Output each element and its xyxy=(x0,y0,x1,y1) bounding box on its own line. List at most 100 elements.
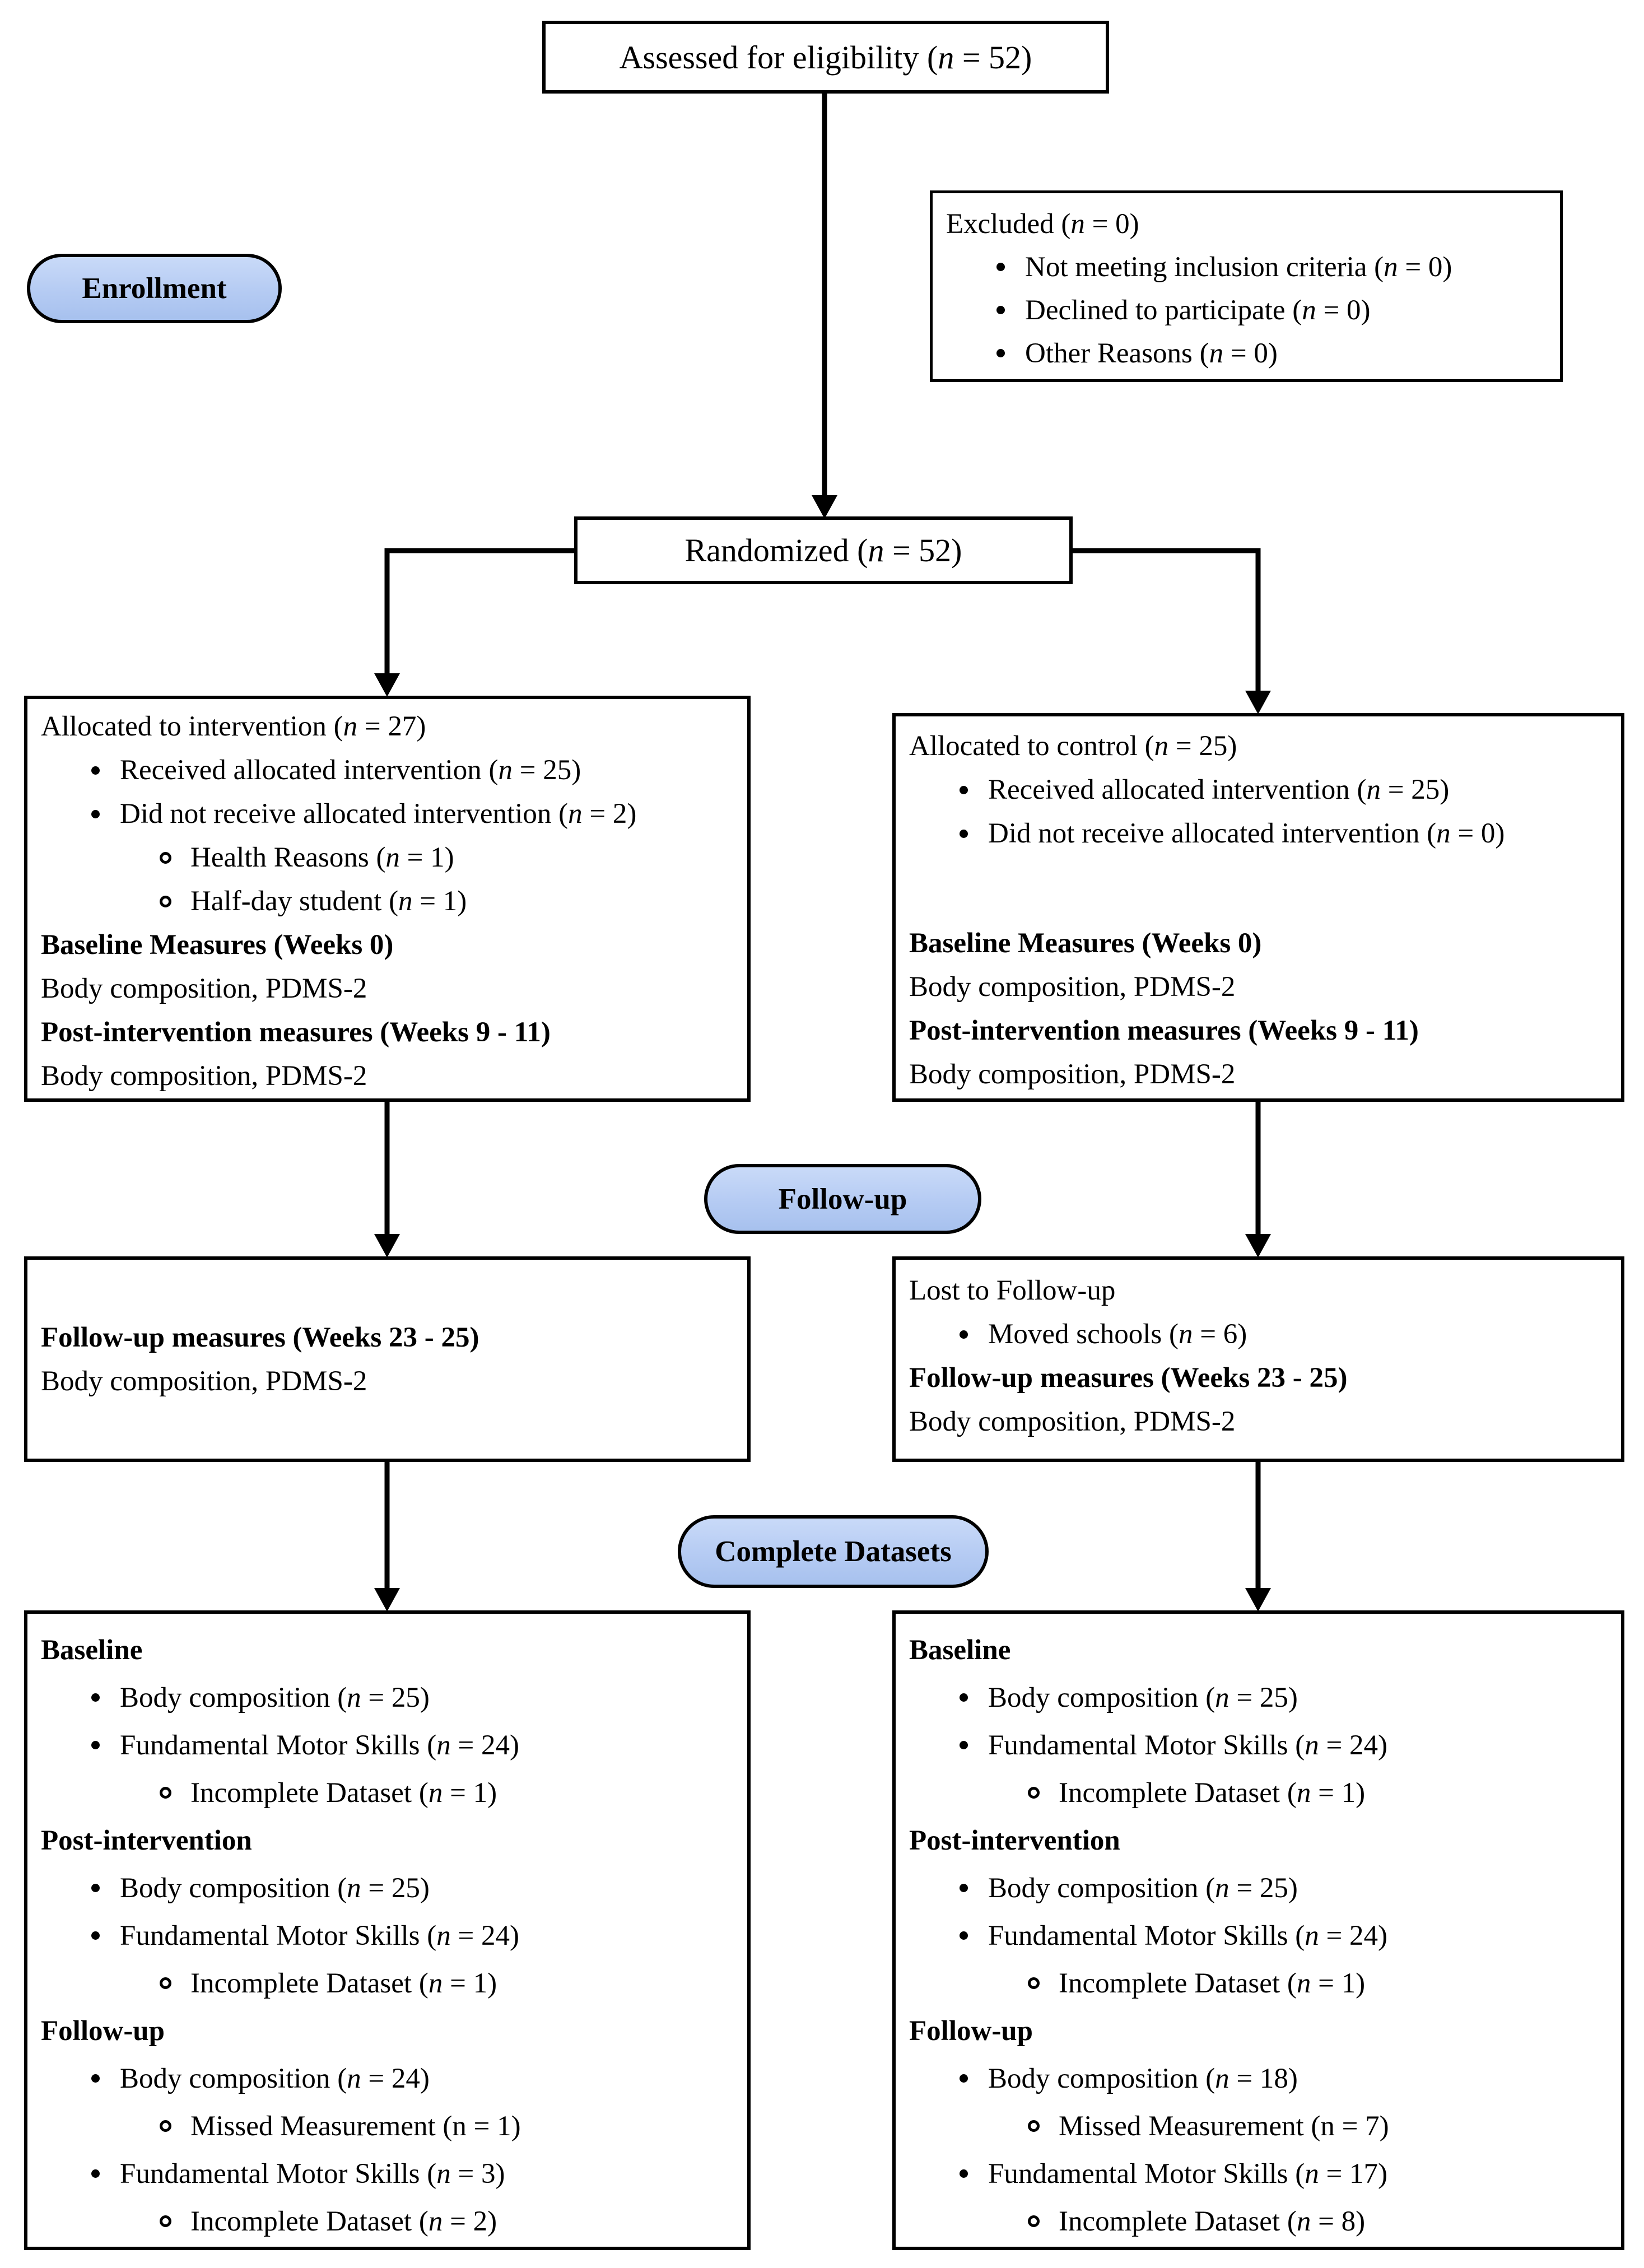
n-count: (n = 25) xyxy=(1349,774,1450,805)
flow-line: Baseline xyxy=(909,1626,1610,1674)
flow-line-text: Missed Measurement xyxy=(1059,2110,1304,2142)
flow-line: Fundamental Motor Skills (n = 24) xyxy=(909,1721,1610,1769)
flow-line-text: Missed Measurement xyxy=(190,2110,436,2142)
flow-line-text: Incomplete Dataset xyxy=(1059,1777,1280,1809)
flow-line-text: Incomplete Dataset xyxy=(1059,2205,1280,2237)
flow-line-text: Post-intervention measures (Weeks 9 - 11… xyxy=(909,1015,1419,1046)
flow-line-text: Post-intervention xyxy=(909,1824,1120,1856)
n-count: (n = 24) xyxy=(1288,1920,1387,1952)
intervention-followup-box: Follow-up measures (Weeks 23 - 25)Body c… xyxy=(24,1256,751,1462)
n-count: (n = 27) xyxy=(326,711,426,742)
flow-line: Missed Measurement (n = 1) xyxy=(41,2102,736,2150)
flow-line-text: Fundamental Motor Skills xyxy=(120,1729,420,1761)
bullet-icon xyxy=(996,306,1005,314)
flow-line: Health Reasons (n = 1) xyxy=(41,836,736,879)
flow-line: Fundamental Motor Skills (n = 17) xyxy=(909,2150,1610,2197)
flow-line-text: Body composition, PDMS-2 xyxy=(41,973,367,1004)
flow-line: Not meeting inclusion criteria (n = 0) xyxy=(946,245,1549,288)
n-count: (n = 24) xyxy=(1288,1729,1387,1761)
flow-line: Post-intervention xyxy=(909,1817,1610,1864)
n-count: (n = 0) xyxy=(1054,208,1139,240)
bullet-icon xyxy=(91,1884,100,1892)
flow-line-text: Allocated to control xyxy=(909,730,1138,762)
n-count: (n = 1) xyxy=(369,842,454,873)
flow-line: Excluded (n = 0) xyxy=(946,202,1549,245)
open-bullet-icon xyxy=(160,1787,171,1799)
flow-line: Fundamental Motor Skills (n = 24) xyxy=(41,1912,736,1959)
flow-line: Incomplete Dataset (n = 1) xyxy=(41,1959,736,2007)
flow-line-text: Post-intervention measures (Weeks 9 - 11… xyxy=(41,1017,551,1048)
arrowhead xyxy=(812,495,837,519)
flow-line-text: Incomplete Dataset xyxy=(190,2205,412,2237)
flow-line-text: Lost to Follow-up xyxy=(909,1275,1116,1306)
intervention-allocation-box: Allocated to intervention (n = 27)Receiv… xyxy=(24,696,751,1102)
complete-datasets-badge-label: Complete Datasets xyxy=(715,1535,952,1568)
flow-line-text: Fundamental Motor Skills xyxy=(988,1729,1288,1761)
flow-line: Post-intervention measures (Weeks 9 - 11… xyxy=(909,1009,1610,1052)
flow-line: Missed Measurement (n = 7) xyxy=(909,2102,1610,2150)
flow-line: Received allocated intervention (n = 25) xyxy=(909,768,1610,812)
flow-line: Randomized (n = 52) xyxy=(684,532,962,569)
flow-line-text: Body composition xyxy=(120,1872,330,1904)
flow-line: Body composition (n = 25) xyxy=(909,1674,1610,1721)
n-count: (n = 24) xyxy=(420,1729,519,1761)
excluded-box: Excluded (n = 0)Not meeting inclusion cr… xyxy=(930,190,1563,382)
open-bullet-icon xyxy=(160,2215,171,2227)
open-bullet-icon xyxy=(160,1977,171,1989)
flow-line-text: Incomplete Dataset xyxy=(1059,1967,1280,1999)
flow-line-text: Half-day student xyxy=(190,886,382,917)
flow-line-text: Body composition xyxy=(988,1872,1199,1904)
flow-line-text: Did not receive allocated intervention xyxy=(988,818,1420,849)
flow-line-text: Fundamental Motor Skills xyxy=(120,2158,420,2190)
bullet-icon xyxy=(960,829,968,838)
n-count: (n = 0) xyxy=(1192,337,1278,369)
bullet-icon xyxy=(960,1741,968,1749)
flow-line: Baseline xyxy=(41,1626,736,1674)
flow-line: Half-day student (n = 1) xyxy=(41,879,736,923)
enrollment-badge-label: Enrollment xyxy=(82,272,227,305)
flow-line-text: Health Reasons xyxy=(190,842,369,873)
flow-line: Incomplete Dataset (n = 1) xyxy=(909,1959,1610,2007)
flow-line: Body composition, PDMS-2 xyxy=(909,1052,1610,1096)
bullet-icon xyxy=(996,349,1005,357)
flow-line: Follow-up measures (Weeks 23 - 25) xyxy=(909,1356,1610,1400)
flow-line-text: Baseline xyxy=(41,1634,143,1666)
bullet-icon xyxy=(960,1693,968,1702)
n-count: (n = 6) xyxy=(1162,1319,1247,1350)
flow-line-text: Baseline Measures (Weeks 0) xyxy=(41,929,394,961)
arrowhead xyxy=(1245,1234,1271,1258)
flow-line: Allocated to control (n = 25) xyxy=(909,724,1610,768)
flow-line-text: Fundamental Motor Skills xyxy=(988,1920,1288,1952)
flow-line: Follow-up xyxy=(41,2007,736,2055)
arrowhead xyxy=(1245,1588,1271,1612)
n-count: (n = 24) xyxy=(420,1920,519,1952)
n-count: (n = 1) xyxy=(381,886,467,917)
flow-line: Did not receive allocated intervention (… xyxy=(909,812,1610,855)
n-count: (n = 0) xyxy=(1367,251,1452,283)
flow-line: Follow-up measures (Weeks 23 - 25) xyxy=(41,1316,736,1359)
flow-line: Body composition (n = 24) xyxy=(41,2055,736,2102)
flow-line-text: Body composition, PDMS-2 xyxy=(909,1059,1236,1090)
n-count: (n = 25) xyxy=(1198,1872,1298,1904)
flow-line: Incomplete Dataset (n = 1) xyxy=(41,1769,736,1817)
flow-line: Body composition (n = 25) xyxy=(909,1864,1610,1912)
n-count: (n = 25) xyxy=(481,755,581,786)
flow-line-text: Body composition xyxy=(988,1682,1199,1713)
flow-line-text: Body composition xyxy=(120,2062,330,2094)
bullet-icon xyxy=(91,1741,100,1749)
flow-line-text: Baseline Measures (Weeks 0) xyxy=(909,928,1262,959)
flow-line-text: Fundamental Motor Skills xyxy=(120,1920,420,1952)
flow-line-text: Baseline xyxy=(909,1634,1011,1666)
flow-line-text: Post-intervention xyxy=(41,1824,252,1856)
flow-line: Fundamental Motor Skills (n = 24) xyxy=(41,1721,736,1769)
flow-line: Body composition, PDMS-2 xyxy=(41,967,736,1010)
flow-line: Body composition (n = 25) xyxy=(41,1864,736,1912)
flow-line-text: Body composition xyxy=(120,1682,330,1713)
flow-line-text: Body composition, PDMS-2 xyxy=(909,971,1236,1003)
n-count: (n = 0) xyxy=(1419,818,1505,849)
n-count: (n = 1) xyxy=(412,1777,497,1809)
arrow-randomized-to-control xyxy=(1070,548,1261,693)
flow-line: Assessed for eligibility (n = 52) xyxy=(620,39,1032,76)
arrow-randomized-to-intervention xyxy=(384,548,576,676)
